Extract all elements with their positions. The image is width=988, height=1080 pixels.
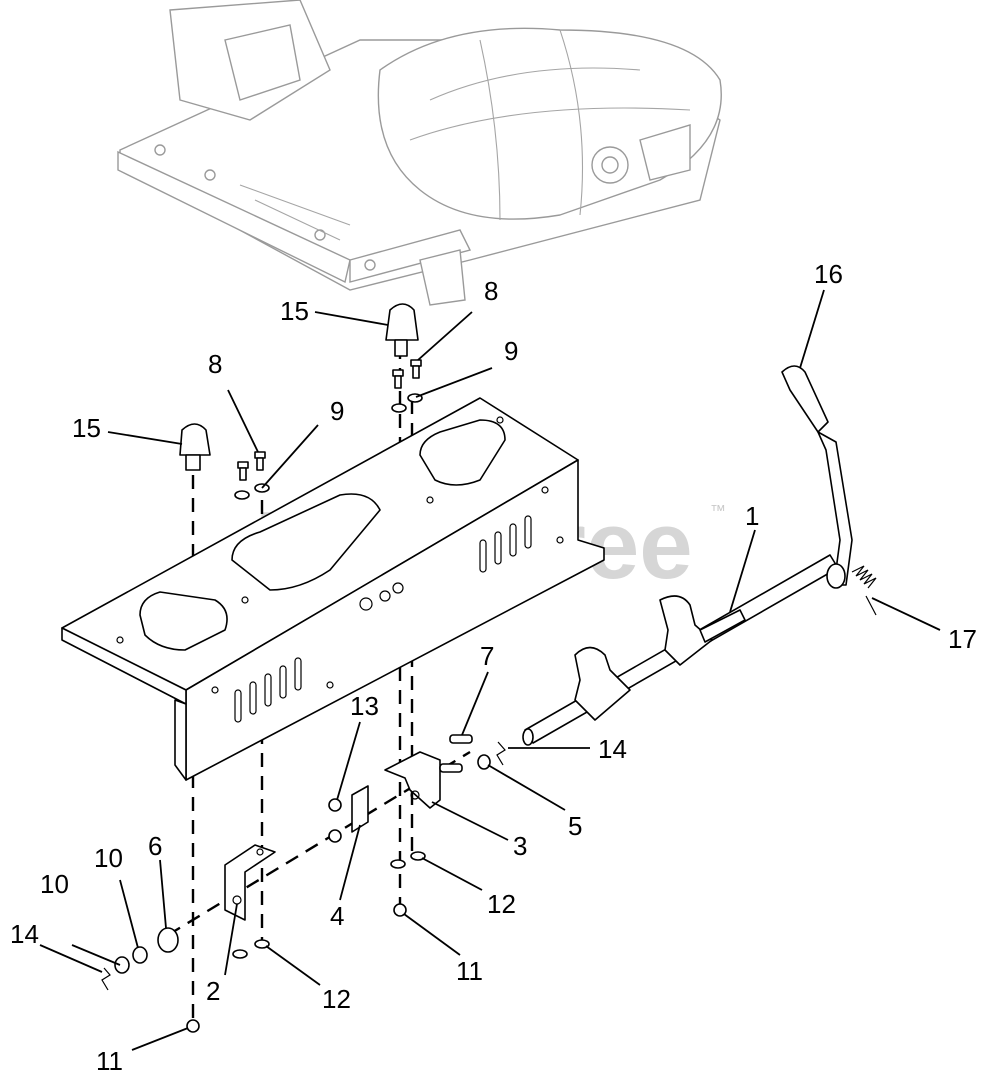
callout-16: 16 (814, 259, 843, 289)
callout-15a: 15 (72, 413, 101, 443)
callout-2: 2 (206, 976, 220, 1006)
callout-11a: 11 (96, 1046, 123, 1076)
callout-13: 13 (350, 691, 379, 721)
leader-lines (39, 289, 941, 1051)
callout-7: 7 (480, 641, 494, 671)
lower-hardware (101, 734, 506, 1033)
callout-9b: 9 (504, 336, 518, 366)
top-hardware (234, 359, 423, 500)
callout-3: 3 (513, 831, 527, 861)
callout-14b: 14 (598, 734, 627, 764)
bumpers (179, 303, 419, 471)
brackets (224, 751, 441, 921)
callout-10a: 10 (40, 869, 69, 899)
callout-12b: 12 (487, 889, 516, 919)
callouts: 1 2 3 4 5 6 7 8 8 9 9 10 10 11 11 12 12 … (10, 259, 977, 1076)
frame-pan (61, 397, 605, 781)
callout-5: 5 (568, 811, 582, 841)
callout-12a: 12 (322, 984, 351, 1014)
callout-1: 1 (745, 501, 759, 531)
slot-group (234, 515, 532, 723)
shaft-assembly (522, 554, 839, 746)
callout-15b: 15 (280, 296, 309, 326)
callout-11b: 11 (456, 956, 483, 986)
callout-6: 6 (148, 831, 162, 861)
callout-9a: 9 (330, 396, 344, 426)
watermark-trademark: ™ (710, 503, 726, 520)
callout-10b: 10 (94, 843, 123, 873)
callout-8a: 8 (208, 349, 222, 379)
callout-4: 4 (330, 901, 344, 931)
callout-8b: 8 (484, 276, 498, 306)
seat-assembly (117, 0, 722, 306)
callout-17: 17 (948, 624, 977, 654)
spring (851, 565, 877, 616)
lever (781, 365, 853, 589)
callout-14a: 14 (10, 919, 39, 949)
